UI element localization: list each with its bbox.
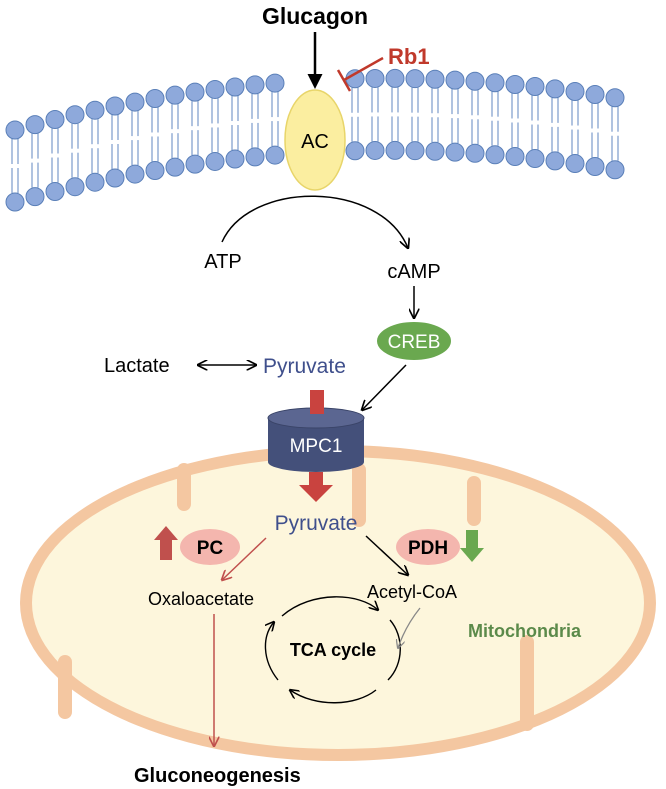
lipid-head	[165, 157, 185, 177]
lipid-head	[565, 154, 585, 174]
lipid-head	[145, 160, 165, 180]
gluconeogenesis-label: Gluconeogenesis	[134, 765, 301, 787]
lipid-head	[585, 156, 605, 176]
lipid-head	[105, 96, 125, 116]
pyruvate-cytosol-label: Pyruvate	[263, 355, 346, 378]
atp-label: ATP	[204, 251, 241, 273]
lipid-head	[505, 146, 525, 166]
pc-enzyme	[180, 529, 240, 565]
lipid-head	[5, 192, 25, 212]
lipid-head	[225, 149, 245, 169]
glucagon-label: Glucagon	[262, 3, 368, 29]
pyruvate-import-arrow	[299, 472, 333, 502]
lipid-head	[225, 77, 245, 97]
lipid-head	[365, 140, 385, 160]
tca-cycle-label: TCA cycle	[290, 640, 376, 660]
lipid-head	[385, 68, 405, 88]
lipid-head	[165, 85, 185, 105]
mitochondria-label: Mitochondria	[468, 621, 582, 641]
lipid-head	[205, 79, 225, 99]
lipid-head	[105, 168, 125, 188]
oxaloacetate-label: Oxaloacetate	[148, 589, 254, 609]
creb-to-mpc1-arrow	[362, 364, 407, 410]
lipid-head	[205, 151, 225, 171]
ac-label: AC	[301, 131, 329, 153]
lipid-head	[525, 149, 545, 169]
mitochondrion	[20, 445, 656, 761]
atp-to-camp-arrow	[221, 195, 408, 248]
pyruvate-mito-label: Pyruvate	[275, 512, 358, 535]
mpc1-transporter: MPC1	[267, 390, 365, 472]
lipid-head	[605, 88, 625, 108]
lipid-head	[25, 187, 45, 207]
lipid-head	[65, 105, 85, 125]
lipid-head	[45, 110, 65, 130]
lipid-head	[545, 151, 565, 171]
lipid-head	[505, 74, 525, 94]
camp-label: cAMP	[387, 261, 440, 283]
pyruvate-influx-bar	[310, 390, 324, 414]
lipid-head	[245, 147, 265, 167]
lactate-label: Lactate	[104, 355, 170, 377]
cristae	[58, 463, 534, 731]
creb-label: CREB	[388, 332, 441, 353]
lipid-head	[445, 70, 465, 90]
lipid-head	[25, 115, 45, 135]
lipid-head	[265, 73, 285, 93]
lipid-head	[485, 73, 505, 93]
pyruvate-to-oxaloacetate-arrow	[222, 537, 267, 580]
pc-up-arrow	[154, 526, 178, 560]
lipid-head	[585, 84, 605, 104]
lipid-head	[45, 182, 65, 202]
tca-cycle: TCA cycle	[265, 596, 421, 704]
mpc1-label: MPC1	[290, 436, 343, 457]
lipid-head	[465, 143, 485, 163]
rb1-inhibition-line	[343, 56, 384, 82]
pyruvate-to-acetylcoa-arrow	[365, 535, 408, 575]
lipid-head	[185, 154, 205, 174]
lipid-head	[525, 77, 545, 97]
lipid-head	[485, 145, 505, 165]
lipid-head	[385, 140, 405, 160]
lipid-head	[465, 71, 485, 91]
pdh-label: PDH	[408, 538, 448, 559]
lipid-head	[65, 177, 85, 197]
lipid-head	[565, 82, 585, 102]
pc-label: PC	[197, 538, 224, 559]
acetylcoa-label: Acetyl-CoA	[367, 582, 457, 602]
lipid-head	[85, 172, 105, 192]
lipid-head	[125, 92, 145, 112]
lipid-head	[445, 142, 465, 162]
lipid-head	[125, 164, 145, 184]
rb1-label: Rb1	[388, 44, 430, 69]
lipid-head	[145, 88, 165, 108]
creb-node	[375, 320, 453, 362]
lipid-head	[405, 141, 425, 161]
lipid-head	[85, 100, 105, 120]
pdh-enzyme	[396, 529, 460, 565]
lipid-head	[245, 75, 265, 95]
rb1-inhibition-bar	[336, 69, 352, 92]
lipid-head	[545, 79, 565, 99]
lipid-head	[365, 68, 385, 88]
lipid-head	[345, 141, 365, 161]
lipid-head	[425, 69, 445, 89]
ac-enzyme	[284, 89, 346, 191]
lipid-head	[605, 160, 625, 180]
membrane-bilayer	[5, 68, 625, 212]
lipid-head	[185, 82, 205, 102]
lipid-head	[425, 141, 445, 161]
pdh-down-arrow	[460, 530, 484, 562]
lipid-head	[405, 69, 425, 89]
lipid-head	[5, 120, 25, 140]
lipid-head	[265, 145, 285, 165]
